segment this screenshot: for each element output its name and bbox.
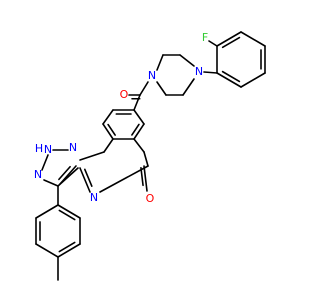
pyrimidine-bond	[99, 165, 149, 193]
triazole-bond	[43, 179, 59, 187]
pyrimidine-bond	[143, 151, 149, 167]
benzo-bond-inner	[107, 123, 116, 136]
pyrimidine-bond	[79, 151, 105, 161]
c-f-bond	[208, 40, 218, 47]
piperazine-bond	[182, 78, 195, 96]
nh-hydrogen-label: H	[35, 142, 43, 155]
fluorophenyl-bond	[216, 72, 242, 88]
fluorophenyl-bond	[216, 31, 242, 47]
benzo-bond	[133, 109, 145, 125]
tolyl-bond	[57, 204, 81, 219]
piperazine-bond	[156, 81, 167, 96]
atom-label-layer: F N N O H N N N N O	[34, 31, 208, 205]
benzo-bond-inner	[131, 123, 140, 136]
nh-nitrogen-label: N	[44, 143, 52, 156]
benzo-bond	[102, 123, 114, 140]
ketone-oxygen-label: O	[146, 192, 155, 205]
fluorophenyl-bond-inner	[221, 36, 241, 49]
tolyl-bond	[35, 243, 59, 258]
ketone-bond-inner	[140, 167, 144, 187]
pyrimidine-bond	[133, 138, 145, 153]
triazole-n-label: N	[69, 141, 77, 154]
fluorophenyl-bond-inner	[221, 70, 241, 83]
molecule-structure: F N N O H N N N N O	[34, 31, 266, 281]
pyrimidine-n-label: N	[90, 191, 98, 204]
aryl-n-bond	[203, 71, 218, 74]
benzo-bond	[102, 109, 114, 125]
triazole-n2-label: N	[34, 168, 42, 181]
fluorophenyl-bond	[240, 72, 266, 88]
tolyl-bond	[35, 204, 59, 219]
bond-layer	[35, 31, 266, 281]
fluorine-label: F	[202, 31, 208, 44]
benzo-bond	[133, 123, 145, 140]
piperazine-n-bottom-label: N	[148, 69, 156, 82]
amide-oxygen-label: O	[120, 88, 129, 101]
tolyl-bond-inner	[58, 209, 76, 221]
pyrimidine-bond	[103, 138, 114, 153]
triazole-double-bond	[59, 165, 77, 185]
tolyl-bond-inner	[58, 241, 76, 253]
triazole-double-bond-inner	[58, 165, 71, 181]
fluorophenyl-bond	[240, 31, 266, 47]
amide-c-n-bond	[139, 81, 149, 96]
ketone-bond	[143, 165, 148, 192]
piperazine-bond	[179, 54, 195, 67]
triazole-bond	[41, 154, 49, 171]
tolyl-bond	[57, 243, 81, 258]
piperazine-n-top-label: N	[195, 65, 203, 78]
carbonyl-to-ring-bond	[133, 94, 141, 111]
pyrimidine-c-n-bond	[79, 167, 91, 193]
pyrimidine-c-n-bond-inner	[84, 168, 93, 187]
piperazine-bond	[156, 54, 164, 71]
